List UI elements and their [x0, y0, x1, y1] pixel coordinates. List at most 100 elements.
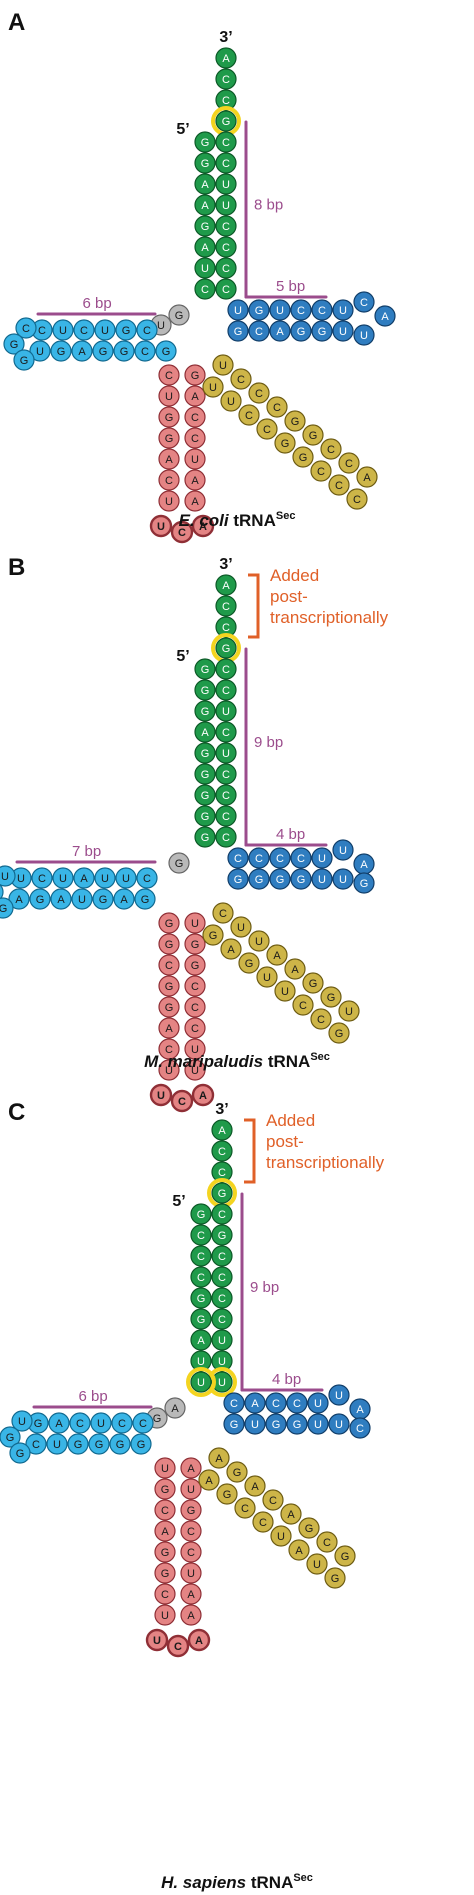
nucleotide-letter: G [234, 326, 243, 338]
nucleotide-circle [215, 721, 237, 743]
nucleotide-circle [244, 1392, 266, 1414]
nucleotide-letter: G [255, 874, 264, 886]
nucleotide: A [180, 1457, 202, 1479]
nucleotide-letter: G [99, 894, 108, 906]
nucleotide-circle [158, 364, 180, 386]
nucleotide-letter: G [16, 1448, 25, 1460]
nucleotide-circle [158, 490, 180, 512]
nucleotide: A [288, 1539, 310, 1561]
nucleotide-letter: C [318, 305, 326, 317]
nucleotide-circle [244, 1475, 266, 1497]
nucleotide-letter: G [360, 878, 369, 890]
nucleotide: G [190, 1203, 212, 1225]
nucleotide: A [244, 1392, 266, 1414]
nucleotide-letter: C [143, 325, 151, 337]
nucleotide-circle [269, 847, 291, 869]
nucleotide: C [132, 1412, 154, 1434]
nucleotide-circle [223, 1413, 245, 1435]
nucleotide-letter: C [255, 326, 263, 338]
nucleotide-letter: G [74, 1439, 83, 1451]
nucleotide: U [332, 320, 354, 342]
nucleotide-circle [212, 354, 234, 376]
nucleotide-circle [256, 966, 278, 988]
nucleotide-letter: C [38, 873, 46, 885]
nucleotide-circle [290, 299, 312, 321]
nucleotide: C [311, 299, 333, 321]
nucleotide: C [15, 317, 37, 339]
nucleotide-letter: U [222, 179, 230, 191]
nucleotide-circle [184, 364, 206, 386]
nucleotide: C [136, 319, 158, 341]
nucleotide-letter: A [15, 894, 23, 906]
nucleotide-letter: A [363, 472, 371, 484]
nucleotide: G [207, 1178, 237, 1208]
nucleotide-circle [155, 340, 177, 362]
nucleotide-circle [9, 1442, 31, 1464]
nucleotide-letter: C [218, 1251, 226, 1263]
nucleotide: G [269, 868, 291, 890]
nucleotide: C [184, 1017, 206, 1039]
nucleotide-circle [69, 1412, 91, 1434]
nucleotide-letter: A [251, 1398, 259, 1410]
nucleotide: A [374, 305, 396, 327]
nucleotide-circle [154, 1520, 176, 1542]
nucleotide: C [158, 469, 180, 491]
nucleotide: G [50, 340, 72, 362]
nucleotide-letter: A [291, 964, 299, 976]
nucleotide-letter: C [360, 297, 368, 309]
nucleotide: U [215, 742, 237, 764]
nucleotide: G [211, 633, 241, 663]
nucleotide-circle [184, 427, 206, 449]
nucleotide-letter: G [20, 355, 29, 367]
nucleotide: U [115, 867, 137, 889]
nucleotide-circle [0, 897, 14, 919]
nucleotide-circle [211, 1224, 233, 1246]
nucleotide-circle [158, 933, 180, 955]
nucleotide-letter: C [345, 458, 353, 470]
nucleotide: C [158, 364, 180, 386]
nucleotide-letter: C [241, 1503, 249, 1515]
nucleotide-letter: U [314, 1398, 322, 1410]
nucleotide-circle [194, 215, 216, 237]
nucleotide: G [248, 868, 270, 890]
nucleotide: G [154, 1478, 176, 1500]
nucleotide-letter: U [165, 1065, 173, 1077]
nucleotide-circle [29, 340, 51, 362]
nucleotide-circle [215, 110, 237, 132]
nucleotide: G [227, 868, 249, 890]
nucleotide: G [328, 1022, 350, 1044]
nucleotide-letter: A [195, 1635, 203, 1647]
nucleotide-letter: G [197, 1293, 206, 1305]
nucleotide-letter: G [161, 1547, 170, 1559]
nucleotide-letter: G [201, 811, 210, 823]
nucleotide-circle [170, 520, 194, 544]
nucleotide: G [226, 1461, 248, 1483]
nucleotide: A [190, 1329, 212, 1351]
nucleotide-letter: U [197, 1377, 205, 1389]
nucleotide-circle [238, 404, 260, 426]
nucleotide-letter: C [269, 1495, 277, 1507]
nucleotide-letter: U [157, 1090, 165, 1102]
nucleotide-letter: C [191, 1023, 199, 1035]
nucleotide: C [252, 1511, 274, 1533]
nucleotide: U [328, 1413, 350, 1435]
nucleotide: C [328, 474, 350, 496]
nucleotide-circle [226, 1461, 248, 1483]
nucleotide: C [215, 721, 237, 743]
nucleotide-circle [184, 1017, 206, 1039]
nucleotide-circle [194, 658, 216, 680]
nucleotide-letter: U [335, 1390, 343, 1402]
nucleotide-circle [158, 912, 180, 934]
nucleotide: C [265, 1392, 287, 1414]
nucleotide-letter: U [234, 305, 242, 317]
nucleotide-letter: C [222, 664, 230, 676]
nucleotide-circle [211, 1287, 233, 1309]
nucleotide: G [302, 424, 324, 446]
nucleotide-letter: G [327, 992, 336, 1004]
nucleotide-letter: G [341, 1551, 350, 1563]
nucleotide: U [215, 700, 237, 722]
nucleotide: U [311, 847, 333, 869]
nucleotide: A [356, 466, 378, 488]
nucleotide-circle [166, 1634, 190, 1658]
